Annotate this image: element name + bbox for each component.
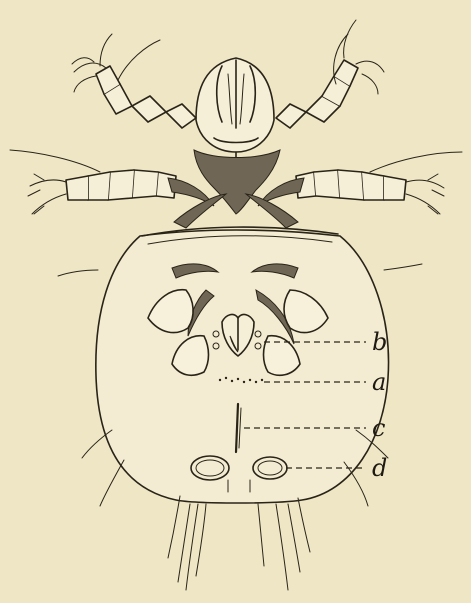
label-b: b <box>372 328 387 356</box>
label-c: c <box>372 414 385 442</box>
leg-right-1 <box>276 20 384 128</box>
leg-left-2 <box>10 150 176 214</box>
leg-left-1 <box>72 34 196 128</box>
label-a: a <box>372 368 386 396</box>
label-d: d <box>372 454 387 482</box>
leg-right-2 <box>296 152 462 214</box>
